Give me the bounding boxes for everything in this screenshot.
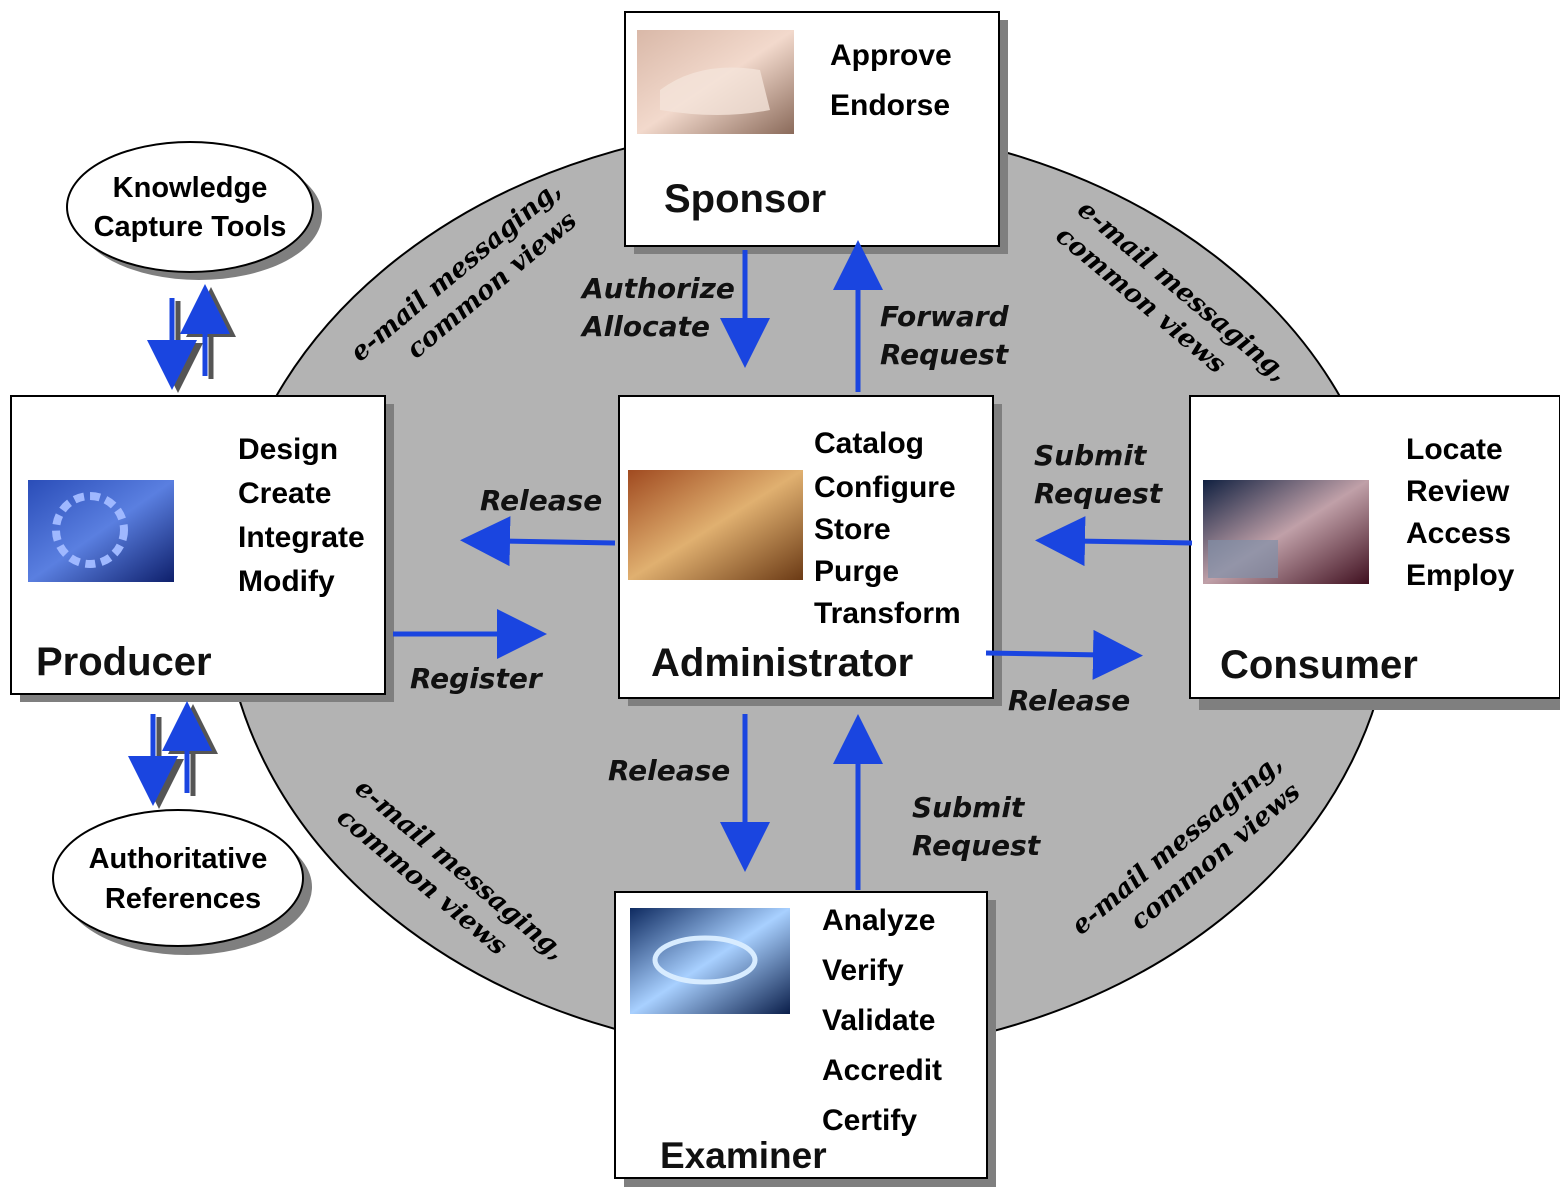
examiner-task-analyze: Analyze [822, 904, 935, 937]
admin-task-catalog: Catalog [814, 427, 924, 460]
label-release-down: Release [608, 754, 730, 787]
arrow-release-to-producer [460, 516, 616, 567]
sponsor-box: Approve Endorse Sponsor [624, 11, 1008, 254]
knowledge-capture-oval: Knowledge Capture Tools [66, 141, 322, 280]
references-label-line1: Authoritative [89, 843, 268, 875]
sponsor-pen-icon [660, 67, 770, 115]
producer-photo [28, 480, 174, 582]
magnifier-icon [652, 935, 758, 985]
authoritative-references-oval: Authoritative References [52, 809, 312, 955]
keyboard-icon [1208, 540, 1278, 578]
label-submit-examiner: Submit [912, 791, 1026, 824]
label-forward: Forward [880, 300, 1010, 333]
label-allocate: Allocate [580, 310, 710, 343]
knowledge-label-line1: Knowledge [113, 172, 268, 204]
label-authorize: Authorize [580, 272, 735, 305]
consumer-task-employ: Employ [1406, 559, 1515, 592]
admin-task-configure: Configure [814, 471, 956, 504]
administrator-photo [628, 470, 803, 580]
producer-box: Design Create Integrate Modify Producer [10, 395, 394, 702]
sponsor-task-endorse: Endorse [830, 89, 950, 122]
producer-task-modify: Modify [238, 565, 335, 598]
consumer-title: Consumer [1220, 643, 1418, 687]
consumer-task-locate: Locate [1406, 433, 1503, 466]
producer-task-design: Design [238, 433, 338, 466]
administrator-title: Administrator [651, 641, 913, 685]
producer-task-integrate: Integrate [238, 521, 365, 554]
examiner-task-validate: Validate [822, 1004, 935, 1037]
examiner-task-verify: Verify [822, 954, 904, 987]
arrow-release-to-consumer [985, 629, 1143, 680]
label-release-left: Release [480, 484, 602, 517]
label-forward-request: Request [880, 338, 1010, 371]
examiner-task-certify: Certify [822, 1104, 917, 1137]
label-release-right: Release [1008, 684, 1130, 717]
arrow-submit-request-consumer [1035, 516, 1193, 567]
knowledge-label-line2: Capture Tools [94, 211, 287, 243]
gear-icon [52, 492, 128, 568]
admin-task-purge: Purge [814, 555, 899, 588]
examiner-title: Examiner [660, 1135, 827, 1176]
label-submit-consumer: Submit [1034, 439, 1148, 472]
administrator-box: Catalog Configure Store Purge Transform … [618, 395, 1002, 706]
arrows [128, 240, 1193, 890]
consumer-task-review: Review [1406, 475, 1510, 508]
label-submit-consumer-request: Request [1034, 477, 1164, 510]
admin-task-store: Store [814, 513, 891, 546]
consumer-task-access: Access [1406, 517, 1511, 550]
label-register: Register [410, 662, 544, 695]
examiner-box: Analyze Verify Validate Accredit Certify… [614, 891, 996, 1187]
producer-title: Producer [36, 640, 212, 684]
admin-task-transform: Transform [814, 597, 961, 630]
examiner-task-accredit: Accredit [822, 1054, 942, 1087]
sponsor-title: Sponsor [664, 177, 826, 221]
references-label-line2: References [105, 883, 261, 915]
consumer-box: Locate Review Access Employ Consumer [1189, 395, 1560, 710]
producer-task-create: Create [238, 477, 331, 510]
sponsor-task-approve: Approve [830, 39, 952, 72]
label-submit-examiner-request: Request [912, 829, 1042, 862]
